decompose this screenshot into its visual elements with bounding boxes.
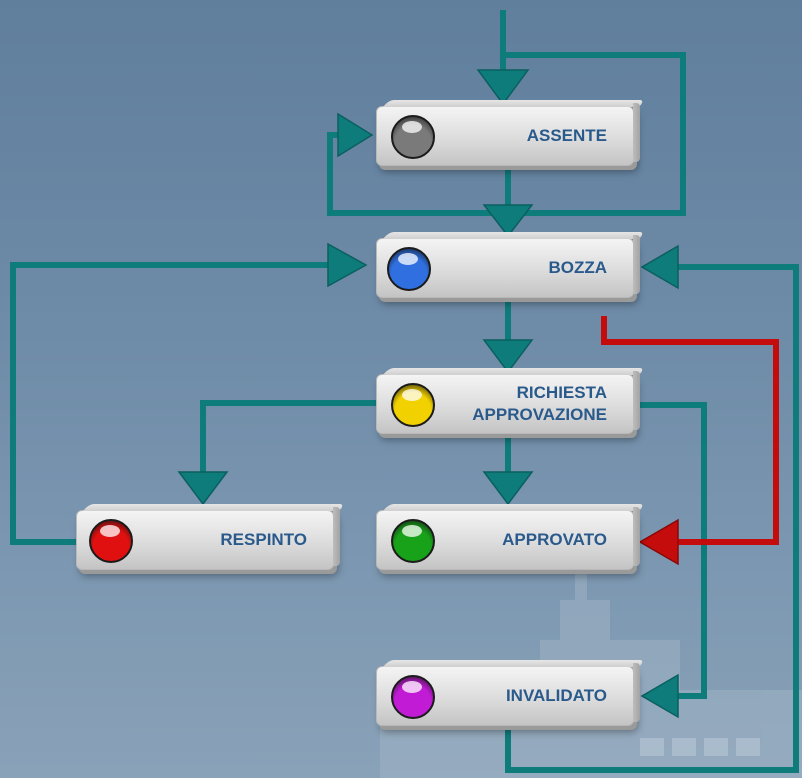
arrow-entry-assente xyxy=(476,10,530,106)
state-label-assente: ASSENTE xyxy=(526,126,607,145)
arrow-assente-self-loop-right xyxy=(503,52,686,216)
state-invalidato: INVALIDATO xyxy=(376,663,640,726)
state-label-bozza: BOZZA xyxy=(548,258,607,277)
led-green-icon xyxy=(391,519,435,563)
state-label-richiesta-approvazione: RICHIESTA APPROVAZIONE xyxy=(472,383,607,424)
arrow-richiesta-to-respinto xyxy=(177,400,380,506)
led-gray-icon xyxy=(391,115,435,159)
arrow-respinto-to-bozza xyxy=(10,242,368,545)
state-respinto: RESPINTO xyxy=(76,507,340,570)
state-bozza: BOZZA xyxy=(376,235,640,298)
state-approvato: APPROVATO xyxy=(376,507,640,570)
state-label-invalidato: INVALIDATO xyxy=(505,686,607,705)
arrow-bozza-to-approvato-red xyxy=(601,316,779,566)
arrow-richiesta-to-invalidato xyxy=(636,402,707,719)
state-label-approvato: APPROVATO xyxy=(502,530,607,549)
led-purple-icon xyxy=(391,675,435,719)
led-yellow-icon xyxy=(391,383,435,427)
arrow-invalidato-to-bozza xyxy=(505,244,799,773)
led-red-icon xyxy=(89,519,133,563)
arrow-richiesta-to-approvato xyxy=(482,435,534,506)
state-richiesta-approvazione: RICHIESTA APPROVAZIONE xyxy=(376,371,640,434)
arrow-assente-to-bozza xyxy=(482,165,534,238)
arrow-bozza-to-richiesta xyxy=(482,298,534,374)
state-label-respinto: RESPINTO xyxy=(220,530,307,549)
led-blue-icon xyxy=(387,247,431,291)
arrow-assente-self-loop-left xyxy=(327,112,503,216)
state-assente: ASSENTE xyxy=(376,103,640,166)
